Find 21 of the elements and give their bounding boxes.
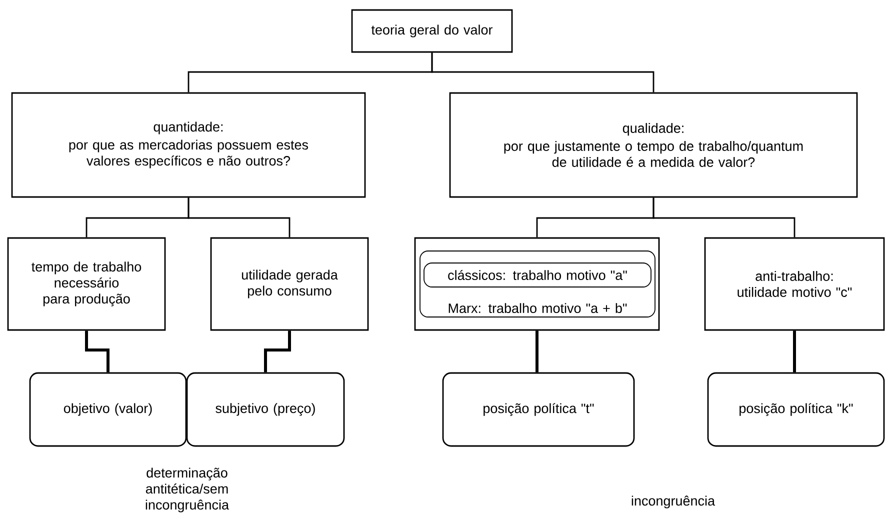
result-box: posição política "t" bbox=[442, 372, 635, 447]
concept-box: utilidade gerada pelo consumo bbox=[210, 237, 369, 331]
concept-box: tempo de trabalho necessário para produção bbox=[7, 237, 166, 331]
tree-connector bbox=[652, 198, 796, 238]
note-text: determinação antitética/sem incongruência bbox=[146, 468, 230, 512]
title-box: teoria geral do valor bbox=[351, 9, 513, 53]
result-box: posição política "k" bbox=[707, 372, 885, 447]
rounded-box: clássicos: trabalho motivo "a" bbox=[424, 262, 652, 288]
result-box: subjetivo (preço) bbox=[186, 372, 345, 447]
elbow-connector bbox=[793, 330, 796, 372]
tree-connector bbox=[431, 52, 654, 92]
note-text: incongruência bbox=[632, 496, 716, 508]
concept-box: anti-trabalho: utilidade motivo "c" bbox=[704, 237, 885, 331]
elbow-connector bbox=[85, 330, 110, 372]
tree-connector bbox=[188, 198, 290, 238]
elbow-connector bbox=[536, 330, 538, 372]
question-box: qualidade: por que justamente o tempo de trabalho/quantum de utilidade é a medida de valor? bbox=[449, 92, 858, 198]
group-box bbox=[414, 237, 660, 331]
question-box: quantidade: por que as mercadorias possuem estes valores específicos e não outros? bbox=[11, 92, 366, 198]
result-box: objetivo (valor) bbox=[29, 372, 187, 447]
elbow-connector bbox=[264, 330, 291, 372]
